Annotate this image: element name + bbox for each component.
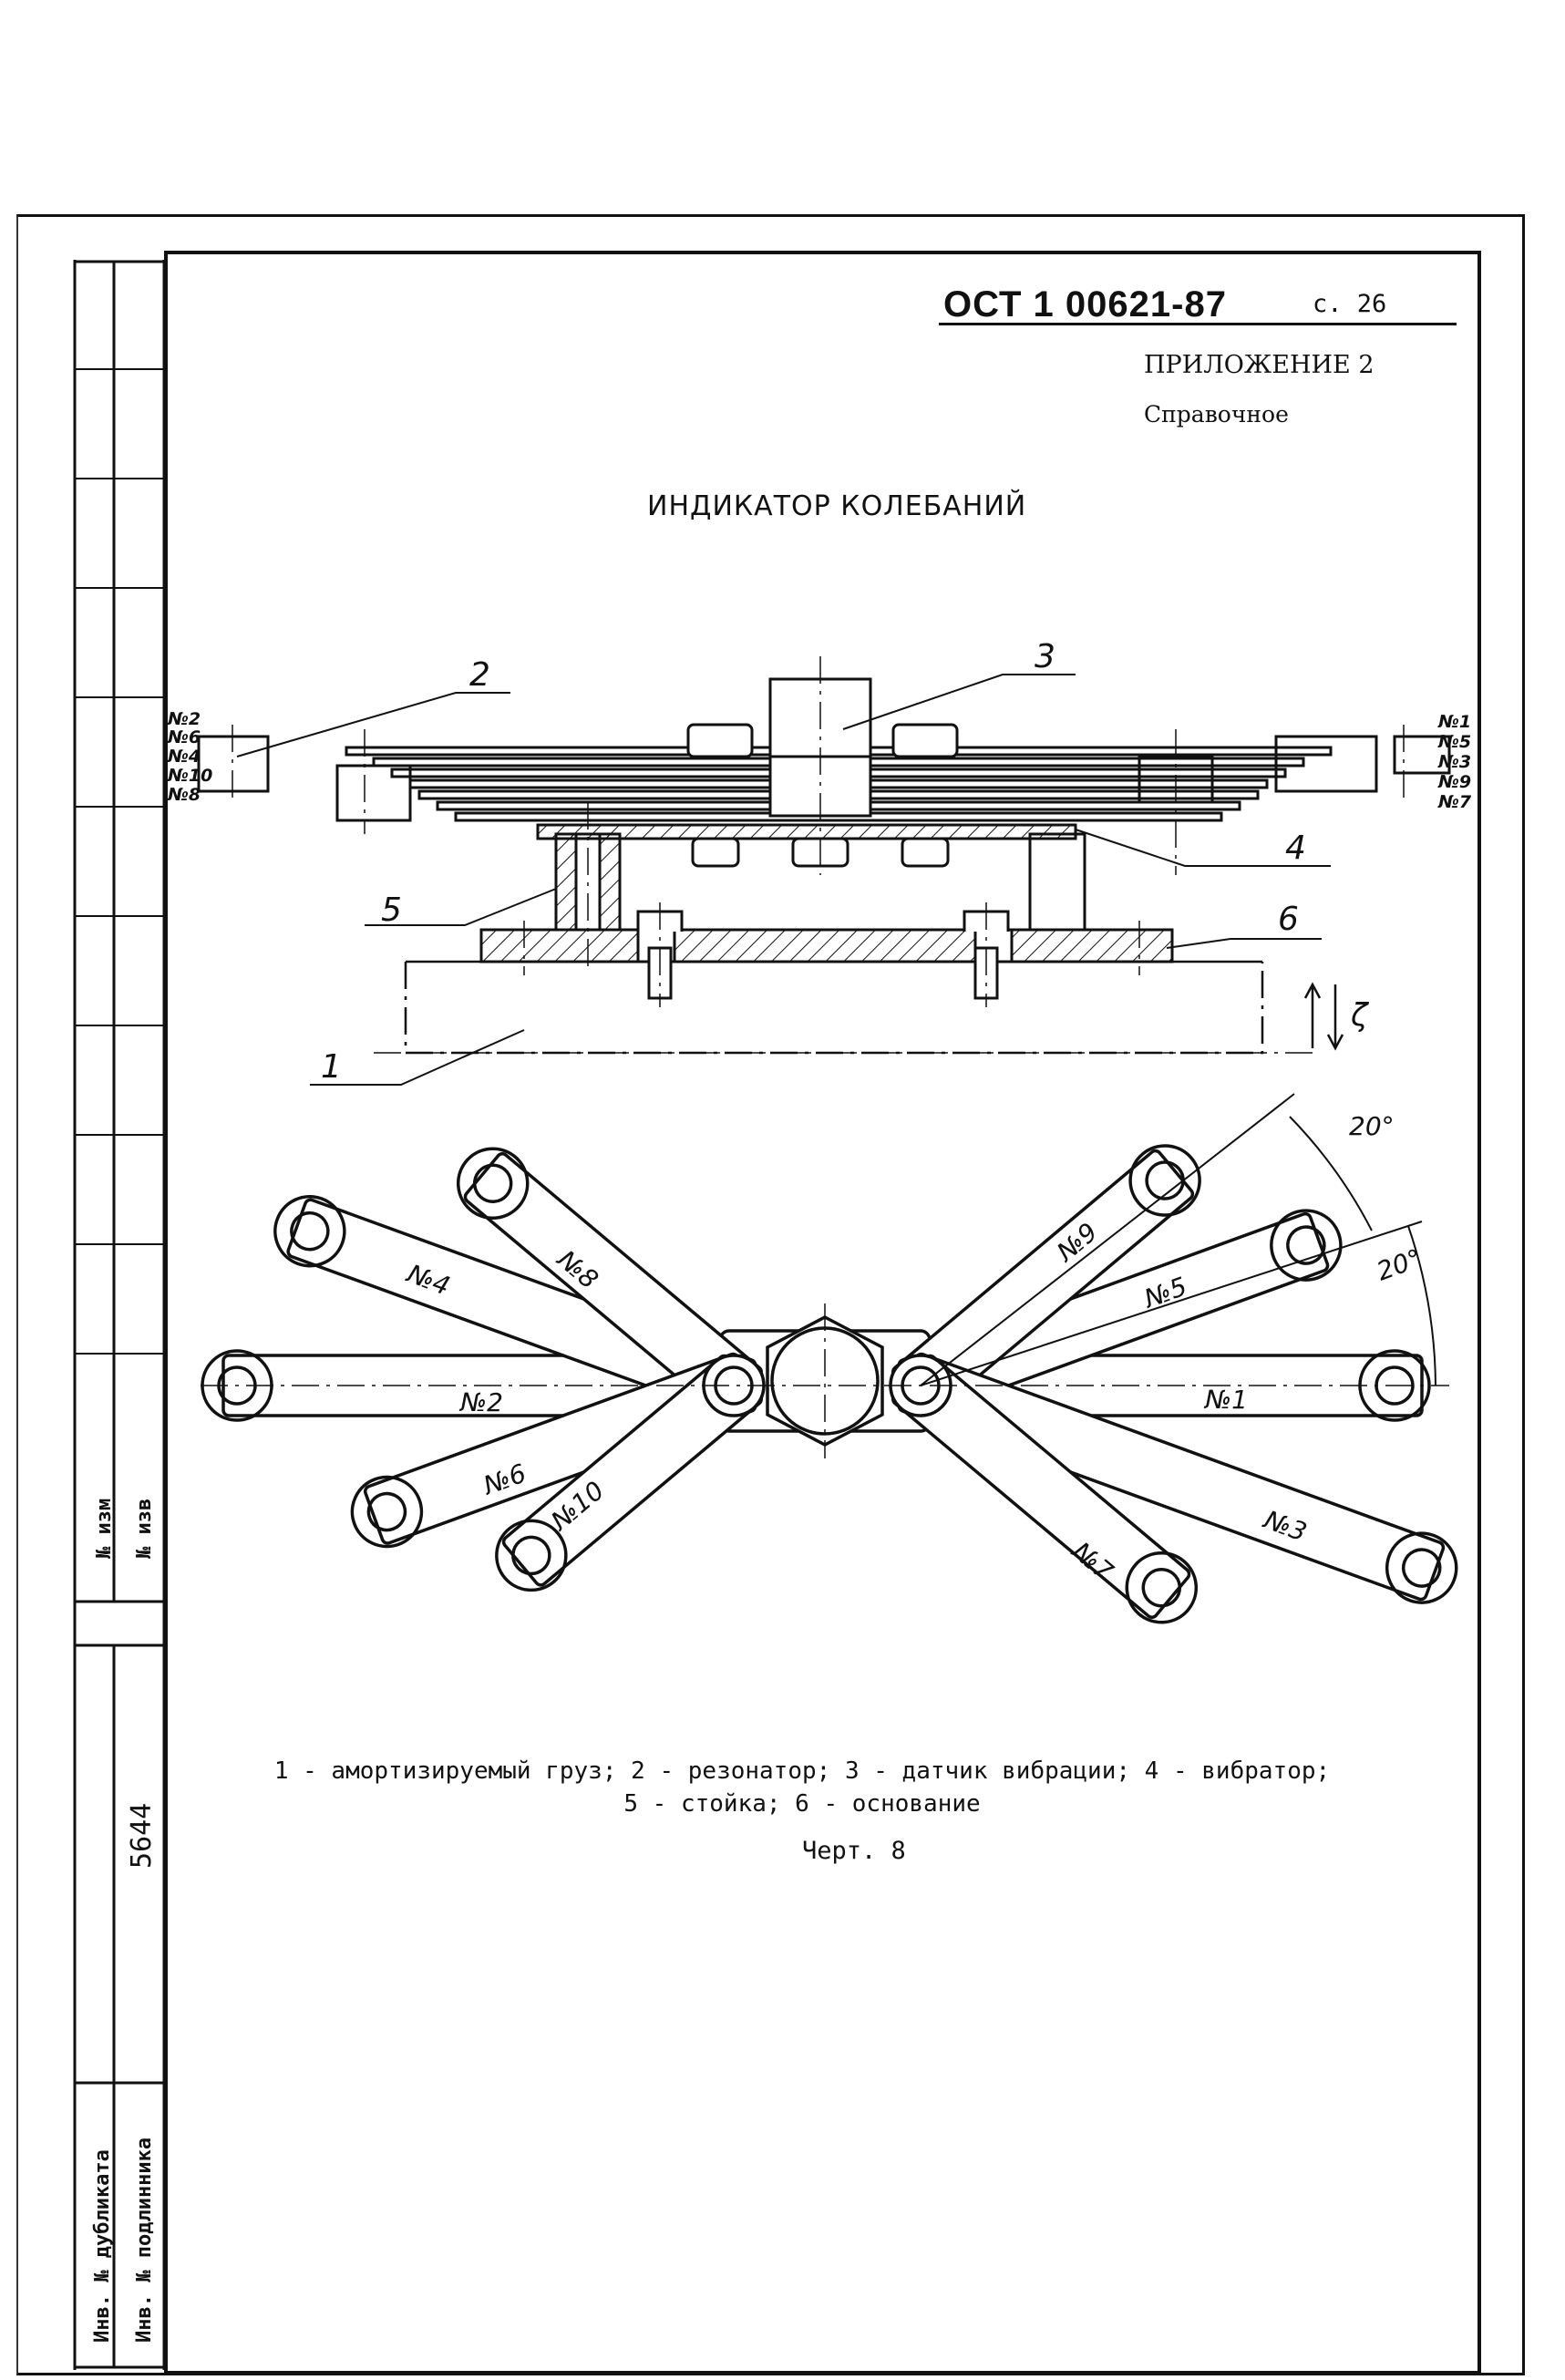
callout-4: 4 [1285,829,1306,867]
right-plate-label-5: №5 [1437,732,1471,752]
inner-frame [164,251,1481,2375]
left-plate-label-4: №4 [167,747,201,767]
zeta-axis-label: ζ [1350,997,1370,1034]
drawing-title: ИНДИКАТОР КОЛЕБАНИЙ [647,490,1027,522]
legend-line-2: 5 - стойка; 6 - основание [623,1790,981,1818]
callout-6: 6 [1278,901,1299,938]
header-underline [939,323,1457,325]
left-plate-label-2: №2 [167,709,201,729]
arm-label-1: №1 [1203,1385,1248,1415]
left-plate-label-8: №8 [167,785,201,805]
page-number: с. 26 [1313,290,1387,318]
right-plate-label-9: №9 [1437,772,1471,792]
right-plate-label-3: №3 [1437,752,1471,772]
callout-5: 5 [381,891,402,929]
callout-3: 3 [1035,638,1055,675]
top-view [201,1093,1458,1624]
callout-2: 2 [469,656,490,694]
document-code: ОСТ 1 00621-87 [943,284,1227,325]
right-plate-label-1: №1 [1437,712,1471,732]
left-plate-label-10: №10 [167,766,212,786]
arm-7 [891,1354,1199,1624]
figure-caption: Черт. 8 [802,1837,906,1865]
side-stamp [73,260,166,2370]
callout-1: 1 [321,1048,342,1086]
appendix-title: ПРИЛОЖЕНИЕ 2 [1144,351,1375,379]
angle-label-1: 20° [1349,1111,1395,1141]
legend-line-1: 1 - амортизируемый груз; 2 - резонатор; … [273,1757,1331,1785]
left-plate-label-6: №6 [167,727,201,747]
right-plate-label-7: №7 [1437,792,1472,812]
angle-label-2: 20° [1373,1243,1426,1287]
arm-label-2: №2 [458,1387,503,1417]
legend: 1 - амортизируемый груз; 2 - резонатор; … [264,1755,1340,1820]
side-view [197,656,1451,1086]
appendix-type: Справочное [1144,401,1289,428]
